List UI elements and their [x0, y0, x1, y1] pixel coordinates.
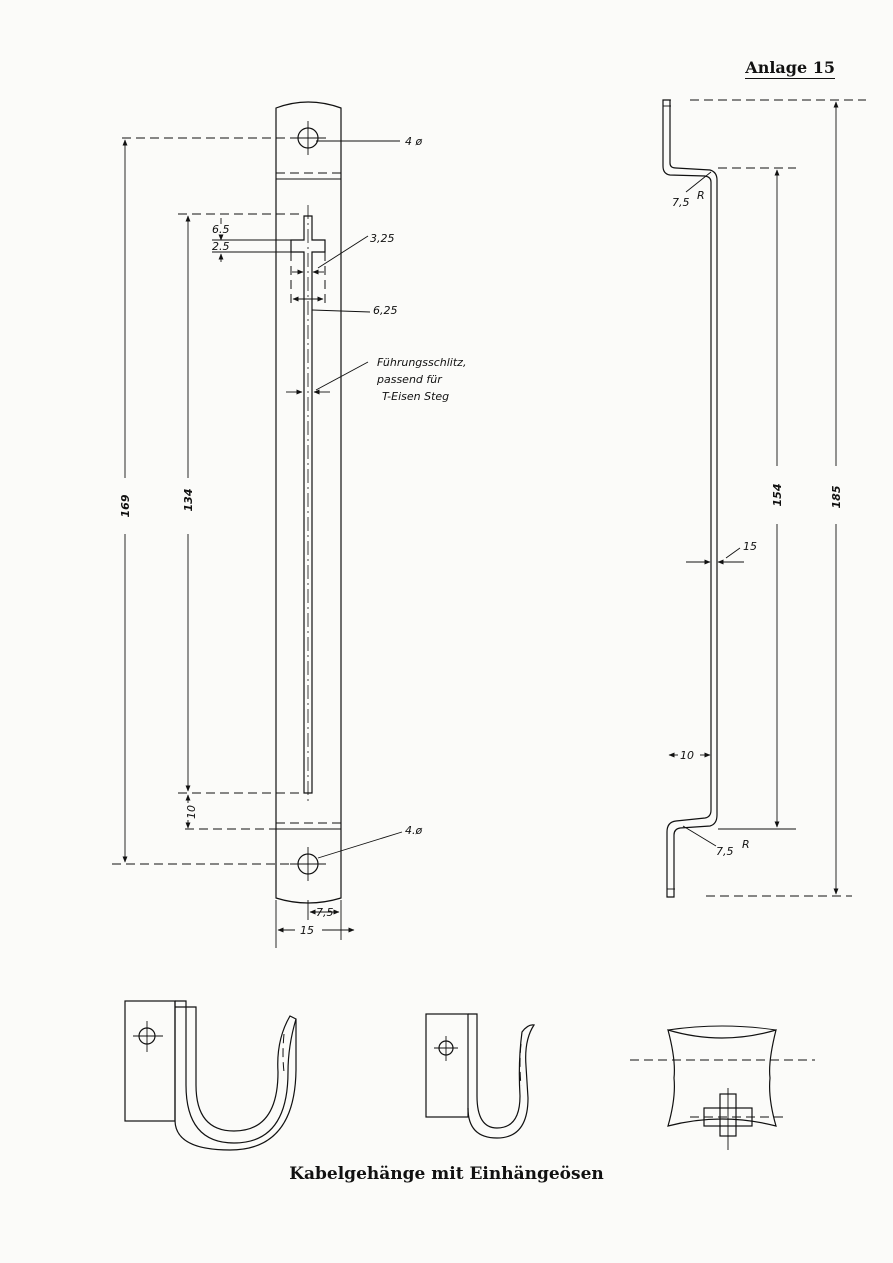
guide-slot-note-line-1: Führungsschlitz, — [377, 356, 466, 369]
side-view: 154 185 15 10 7,5 R 7,5 R — [662, 99, 866, 898]
hanger-small-sketch — [425, 1013, 536, 1139]
dim-slot-length: 134 — [182, 489, 195, 512]
front-view: 169 134 10 6.5 2.5 3,25 6,25 Führungssch… — [112, 101, 466, 948]
dim-slot-head-top: 6.5 — [212, 223, 230, 236]
radius-bottom-label: 7,5 — [716, 845, 734, 858]
dim-slot-head-height: 2.5 — [212, 240, 230, 253]
dim-half-width: 7,5 — [316, 906, 334, 919]
hole-top-label: 4 ø — [405, 135, 422, 148]
dim-slot-head-width: 6,25 — [373, 304, 398, 317]
hole-bottom-label: 4.ø — [405, 824, 422, 837]
dim-inner-height: 154 — [771, 484, 784, 507]
dim-width: 15 — [300, 924, 314, 937]
dim-bottom-offset: 10 — [185, 805, 198, 819]
dim-total-height: 169 — [119, 494, 132, 517]
radius-top-suffix: R — [697, 189, 705, 202]
dim-offset: 10 — [680, 749, 694, 762]
radius-bottom-suffix: R — [742, 838, 750, 851]
roller-sketch — [630, 1025, 815, 1150]
guide-slot-note-line-2: passend für — [376, 373, 443, 386]
dim-thickness: 15 — [743, 540, 757, 553]
caption: Kabelgehänge mit Einhängeösen — [289, 1164, 604, 1184]
radius-top-label: 7,5 — [672, 196, 690, 209]
sheet-label: Anlage 15 — [745, 58, 835, 79]
dim-total-height-side: 185 — [830, 485, 843, 508]
hanger-large-sketch — [124, 1000, 297, 1151]
dim-slot-width: 3,25 — [370, 232, 395, 245]
guide-slot-note-line-3: T-Eisen Steg — [382, 390, 449, 403]
strip-outline — [275, 101, 342, 904]
strap-profile — [662, 99, 718, 898]
